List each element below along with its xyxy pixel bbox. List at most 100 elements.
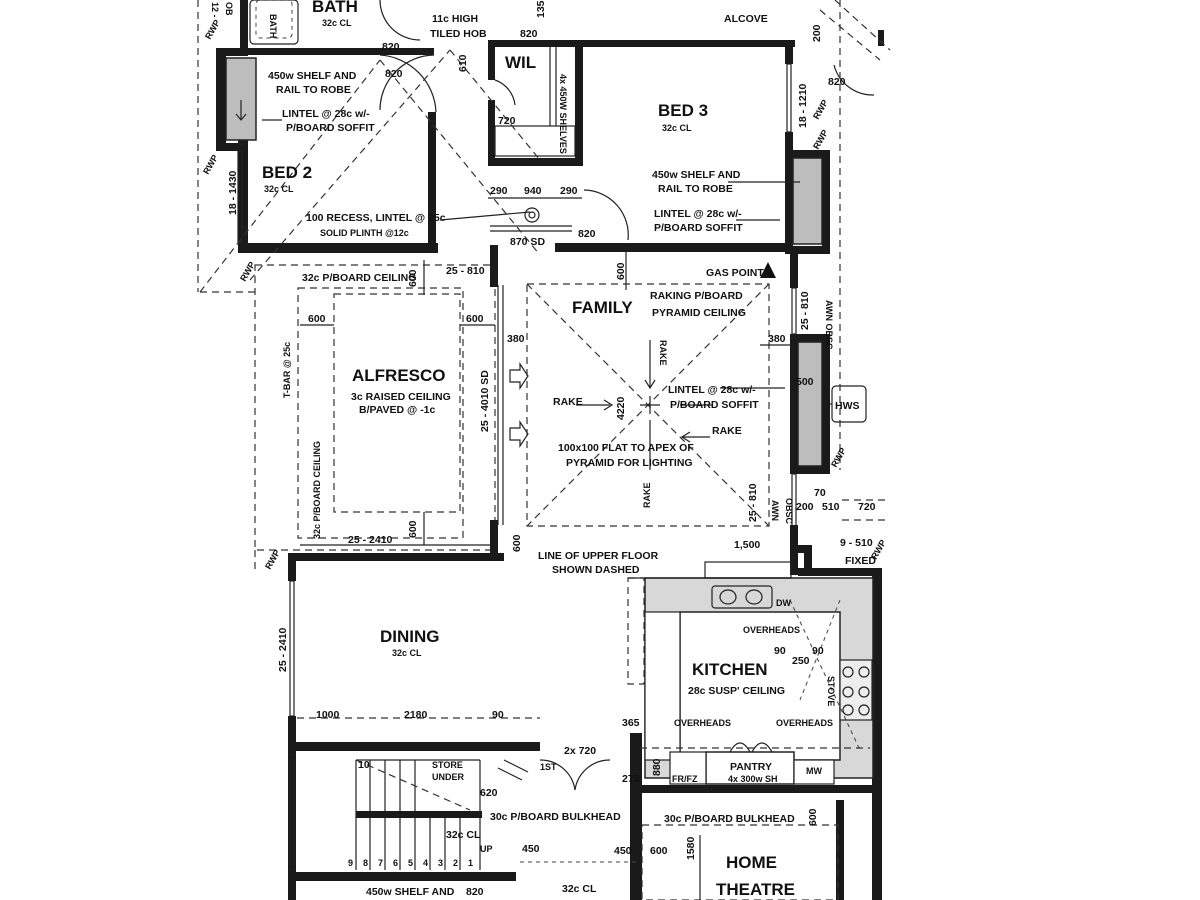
wall [790, 252, 798, 288]
robe-bed2 [225, 57, 257, 141]
wall [790, 334, 798, 474]
room-alfresco-paving: B/PAVED @ -1c [359, 404, 436, 416]
note-recess-2: SOLID PLINTH @12c [320, 228, 409, 238]
note-hws: HWS [835, 400, 860, 412]
upper-floor-dashes [197, 0, 891, 470]
window [237, 150, 243, 244]
room-family-ceiling-1: RAKING P/BOARD [650, 290, 743, 302]
room-dining-name: DINING [380, 627, 440, 646]
wall [790, 466, 830, 474]
note-sd: 870 SD [510, 236, 545, 248]
note-dw: DW [776, 598, 791, 608]
dim-610: 610 [457, 54, 469, 72]
bathtub: BATH [249, 0, 299, 45]
dim-250: 250 [792, 655, 810, 667]
stair-step-number: 6 [393, 858, 398, 868]
dim-820: 820 [385, 68, 403, 80]
note-store-1: STORE [432, 760, 463, 770]
note-rwp-3: RWP [238, 260, 257, 283]
room-family-ceiling-2: PYRAMID CEILING [652, 307, 746, 319]
gas-point-icon [760, 262, 776, 278]
stair-step-number: 3 [438, 858, 443, 868]
dim-820: 820 [828, 76, 846, 88]
family-area [526, 252, 795, 527]
wall [490, 245, 498, 287]
wall [216, 143, 248, 151]
dim-365: 365 [622, 717, 640, 729]
cupboard [797, 341, 823, 467]
note-apex-2: PYRAMID FOR LIGHTING [566, 457, 693, 469]
dim-25-810: 25 - 810 [799, 291, 811, 330]
note-rake-right: RAKE [712, 425, 742, 437]
robe-bed3 [792, 157, 823, 245]
dim-200: 200 [796, 501, 814, 513]
dim-275: 275 [622, 773, 640, 785]
note-bed2-lintel-1: LINTEL @ 28c w/- [282, 108, 370, 120]
dim-90: 90 [492, 709, 504, 721]
dim-820: 820 [466, 886, 484, 898]
dim-70: 70 [814, 487, 826, 499]
walls-lower [288, 553, 882, 900]
dim-600: 600 [511, 534, 523, 552]
room-alfresco-name: ALFRESCO [352, 366, 446, 385]
wall [238, 140, 248, 252]
note-frfz: FR/FZ [672, 774, 698, 784]
wall [804, 545, 812, 575]
kitchen-area [627, 561, 874, 785]
note-rake-bottom: RAKE [642, 482, 652, 508]
window [289, 759, 295, 871]
note-family-lintel-1: LINTEL @ 28c w/- [668, 384, 756, 396]
note-bed2-robe-1: 450w SHELF AND [268, 70, 357, 82]
note-bottom-cl: 32c CL [562, 883, 597, 895]
dim-600: 600 [466, 313, 484, 325]
stair-step-number: 4 [423, 858, 428, 868]
robe-arrow [235, 100, 247, 121]
wall [878, 30, 884, 46]
alfresco-area [254, 260, 496, 551]
note-upper-floor-1: LINE OF UPPER FLOOR [538, 550, 659, 562]
note-rwp-6: RWP [811, 128, 830, 151]
note-bed3-lintel-1: LINTEL @ 28c w/- [654, 208, 742, 220]
dim-450: 450 [614, 845, 632, 857]
dimensions: 820 820 820 820 820 820 610 720 290 940 … [227, 0, 876, 898]
dim-880: 880 [651, 758, 663, 776]
dim-25-810: 25 - 810 [446, 265, 485, 277]
window [289, 580, 295, 717]
dim-135: 135 [535, 0, 547, 18]
wall [575, 40, 583, 166]
room-bath-name: BATH [312, 0, 358, 16]
dim-510: 510 [822, 501, 840, 513]
note-bed3-lintel-2: P/BOARD SOFFIT [654, 222, 743, 234]
note-family-lintel-2: P/BOARD SOFFIT [670, 399, 759, 411]
wall [490, 520, 498, 560]
stairs [355, 759, 611, 870]
room-bed2-ceiling: 32c CL [264, 184, 294, 194]
wall [488, 40, 495, 80]
dim-2x720: 2x 720 [564, 745, 596, 757]
dim-25-4010: 25 - 4010 SD [479, 370, 491, 432]
note-bulkhead-right: 30c P/BOARD BULKHEAD [664, 813, 795, 825]
dim-450: 450 [522, 843, 540, 855]
wall [575, 40, 795, 47]
dim-600: 600 [308, 313, 326, 325]
dim-720: 720 [498, 115, 516, 127]
room-pantry-shelves: 4x 300w SH [728, 774, 778, 784]
wall [822, 150, 830, 254]
wall [240, 0, 248, 56]
fixture-circle [528, 211, 536, 219]
note-bottom-shelf: 450w SHELF AND [366, 886, 455, 898]
dim-1430: 18 - 1430 [227, 170, 239, 215]
dim-2180: 2180 [404, 709, 428, 721]
note-obsc: OBSC [784, 498, 794, 525]
wall [238, 243, 438, 253]
dim-600: 600 [615, 262, 627, 280]
dim-25-2410: 25 - 2410 [348, 534, 393, 546]
note-wil-shelves: 4x 450W SHELVES [558, 74, 568, 154]
dim-9-510: 9 - 510 [840, 537, 873, 549]
room-theatre-line1: HOME [726, 853, 777, 872]
dim-820: 820 [520, 28, 538, 40]
room-labels: BATH 32c CL BED 2 32c CL BED 3 32c CL WI… [262, 0, 795, 899]
note-rake-top: RAKE [658, 340, 668, 366]
note-bed3-robe-1: 450w SHELF AND [652, 169, 741, 181]
notes: 11c HIGH TILED HOB 450w SHELF AND RAIL T… [201, 13, 888, 898]
